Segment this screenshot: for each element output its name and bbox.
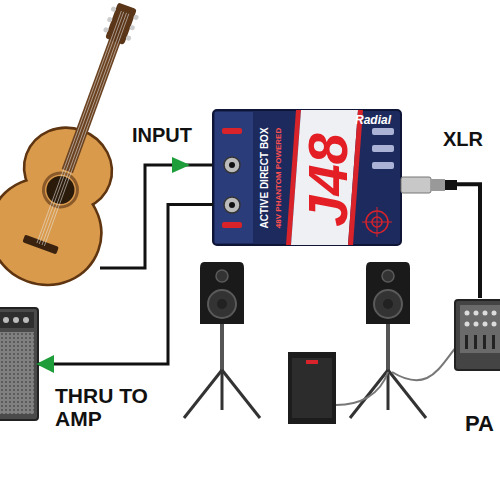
pa-mixer — [455, 300, 500, 370]
model-name: J48 — [295, 125, 355, 235]
port-label: INPUT — [132, 124, 192, 147]
direct-box — [213, 110, 401, 245]
amp-label: THRU TO AMP — [55, 384, 155, 430]
power-note: 48V PHANTOM POWERED — [274, 116, 284, 240]
xlr-plug — [401, 177, 457, 193]
pa-label: PA — [465, 411, 500, 437]
guitar — [0, 0, 179, 299]
guitar-amp: THRU TO AMP — [0, 308, 38, 420]
connector-label: XLR — [443, 128, 483, 151]
pa-mixer: PA — [455, 298, 500, 372]
thru-cable — [38, 205, 213, 365]
pa-speaker — [350, 262, 426, 418]
speaker-cable — [392, 345, 458, 380]
subwoofer — [288, 352, 336, 424]
speaker-cable — [336, 372, 388, 405]
brand-name: Radial — [355, 113, 399, 127]
pa-speaker — [184, 262, 260, 418]
direct-box: RadialJ48 ACTIVE DIRECT BOX48V PHANTOM PO… — [213, 110, 401, 245]
product-type: ACTIVE DIRECT BOX — [259, 116, 271, 240]
signal-arrow — [172, 157, 190, 173]
xlr-cable — [401, 184, 480, 298]
guitar-amp — [0, 308, 38, 420]
guitar-cable — [100, 165, 213, 268]
